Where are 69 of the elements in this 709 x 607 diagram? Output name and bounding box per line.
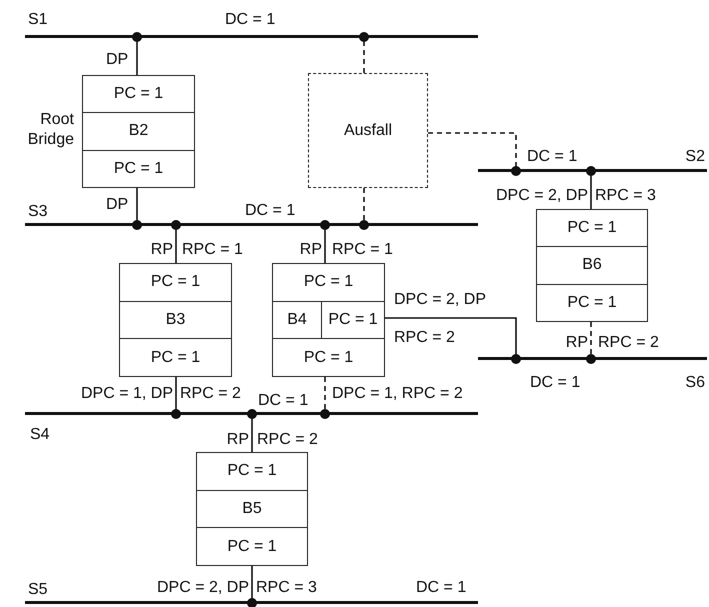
port-label: RP <box>300 240 322 260</box>
port-label: DPC = 2, DP <box>156 578 249 598</box>
bridge-caption: Root Bridge <box>26 110 74 150</box>
port-cost-label: PC = 1 <box>112 158 164 179</box>
bridge-box <box>119 263 232 377</box>
port-cost-label: PC = 1 <box>150 348 202 368</box>
port-cost-label: PC = 1 <box>150 272 202 292</box>
port-cost-label: PC = 1 <box>302 348 354 368</box>
connector <box>586 166 596 209</box>
port-label: RPC = 1 <box>332 240 393 260</box>
connector <box>385 317 521 364</box>
cost-label: DC = 1 <box>225 10 276 30</box>
port-cost-label: PC = 1 <box>302 272 354 292</box>
port-label: DPC = 2, DP <box>496 186 588 206</box>
segment-label: S2 <box>685 147 705 167</box>
port-cost-label: PC = 1 <box>112 84 164 104</box>
cost-label: DC = 1 <box>258 391 308 411</box>
segment-label: S1 <box>28 10 48 30</box>
connector <box>320 220 330 263</box>
bridge-name: B2 <box>128 121 150 142</box>
port-label: DPC = 2, DP <box>394 290 486 310</box>
bridge-name: B6 <box>581 255 603 276</box>
cost-label: DC = 1 <box>527 147 578 167</box>
bridge-box <box>82 75 195 188</box>
dashed-connector <box>428 132 521 176</box>
connector <box>132 32 142 75</box>
cost-label: DC = 1 <box>416 578 466 598</box>
failure-label: Ausfall <box>344 122 392 140</box>
connector <box>247 566 257 607</box>
bridge-name: B5 <box>241 499 263 519</box>
connector <box>171 377 181 419</box>
bridge-box <box>272 263 385 377</box>
bridge-box <box>196 452 308 566</box>
port-label: RPC = 2 <box>257 430 318 450</box>
port-cost-label: PC = 1 <box>226 461 278 482</box>
port-label: DPC = 1, DP <box>80 384 173 404</box>
port-label: RPC = 3 <box>595 186 656 206</box>
port-label: RPC = 2 <box>180 384 241 404</box>
failure-box <box>308 73 428 188</box>
port-label: RP <box>226 430 249 450</box>
dashed-connector <box>359 32 369 73</box>
port-cost-label: PC = 1 <box>327 310 379 330</box>
cost-label: DC = 1 <box>530 373 580 393</box>
cost-label: DC = 1 <box>245 201 296 221</box>
connector <box>247 409 257 452</box>
dashed-connector <box>586 322 596 364</box>
port-label: RPC = 2 <box>394 328 455 348</box>
segment-label: S4 <box>30 425 50 445</box>
bridge-name: B4 <box>273 302 322 338</box>
port-label: DP <box>106 50 128 70</box>
connector <box>171 220 181 263</box>
port-label: RP <box>150 240 173 260</box>
port-label: DP <box>106 195 128 215</box>
port-label: RPC = 2 <box>598 333 659 353</box>
connector <box>132 188 142 230</box>
port-cost-label: PC = 1 <box>226 536 278 557</box>
port-label: RPC = 1 <box>182 240 243 260</box>
port-cost-label: PC = 1 <box>566 292 618 313</box>
port-label: RPC = 3 <box>256 578 317 598</box>
segment-label: S6 <box>685 373 705 393</box>
dashed-connector <box>320 377 330 419</box>
segment-label: S3 <box>28 202 48 222</box>
port-label: DPC = 1, RPC = 2 <box>332 384 463 404</box>
port-cost-label: PC = 1 <box>566 218 618 238</box>
bridge-name: B3 <box>164 310 186 330</box>
segment-label: S5 <box>28 580 48 600</box>
bridge-box <box>536 209 648 322</box>
port-label: RP <box>566 333 588 353</box>
dashed-connector <box>359 188 369 230</box>
